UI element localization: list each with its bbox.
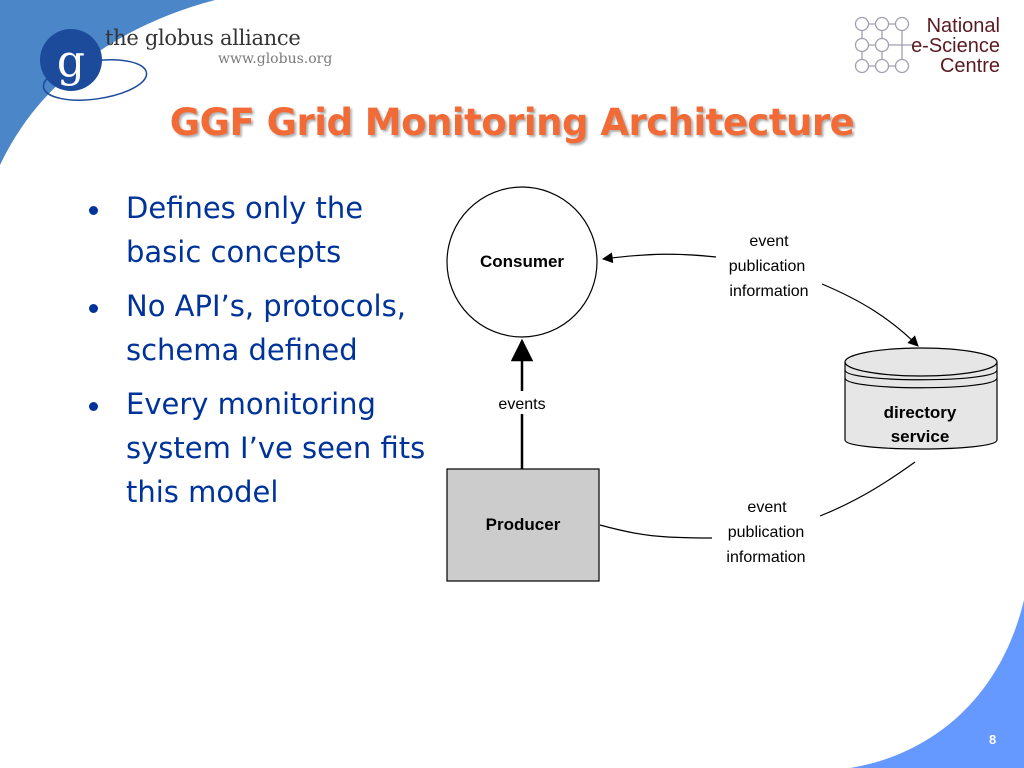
bullet-icon	[89, 402, 98, 411]
page-number: 8	[989, 732, 997, 747]
globus-logo-mark: g	[40, 29, 148, 101]
top-info-edge: event publication information	[601, 233, 919, 347]
globus-logo-name: the globus alliance	[105, 26, 301, 50]
nesc-line-national: National	[926, 15, 1000, 37]
nesc-logo-text: National e-Science Centre	[911, 16, 1000, 76]
globus-logo-url: www.globus.org	[218, 51, 333, 67]
bullet-text: Every monitoring system I’ve seen fits t…	[126, 387, 426, 509]
consumer-label: Consumer	[480, 252, 564, 271]
top-info-label-line3: information	[729, 283, 808, 300]
bullet-text: Defines only the basic concepts	[126, 191, 364, 269]
bullet-text: No API’s, protocols, schema defined	[126, 289, 406, 367]
directory-service-node: directory service	[844, 347, 998, 450]
nesc-line-centre: Centre	[939, 55, 1000, 77]
events-edge-label: events	[498, 396, 545, 413]
bullet-icon	[89, 206, 98, 215]
globus-logo-letter: g	[57, 36, 85, 87]
directory-label-line1: directory	[884, 403, 957, 422]
bullet-list: Defines only the basic concepts No API’s…	[84, 186, 444, 524]
nesc-grid-icon	[854, 16, 912, 74]
bottom-info-label-line3: information	[726, 549, 805, 566]
consumer-node: Consumer	[446, 186, 598, 338]
producer-node: Producer	[446, 468, 600, 582]
top-info-label-line1: event	[749, 233, 789, 250]
bottom-info-label-line1: event	[747, 499, 787, 516]
bullet-icon	[89, 304, 98, 313]
bullet-item: No API’s, protocols, schema defined	[84, 284, 444, 372]
directory-label-line2: service	[891, 427, 950, 446]
slide-title: GGF Grid Monitoring Architecture	[169, 101, 855, 144]
nesc-line-escience: e-Science	[911, 35, 1000, 57]
bullet-item: Every monitoring system I’ve seen fits t…	[84, 382, 444, 514]
bottom-info-label-line2: publication	[728, 524, 805, 541]
bottom-info-edge: event publication information	[599, 461, 916, 566]
events-edge: events	[498, 338, 546, 469]
producer-label: Producer	[486, 515, 561, 534]
bullet-item: Defines only the basic concepts	[84, 186, 444, 274]
top-info-label-line2: publication	[729, 258, 806, 275]
